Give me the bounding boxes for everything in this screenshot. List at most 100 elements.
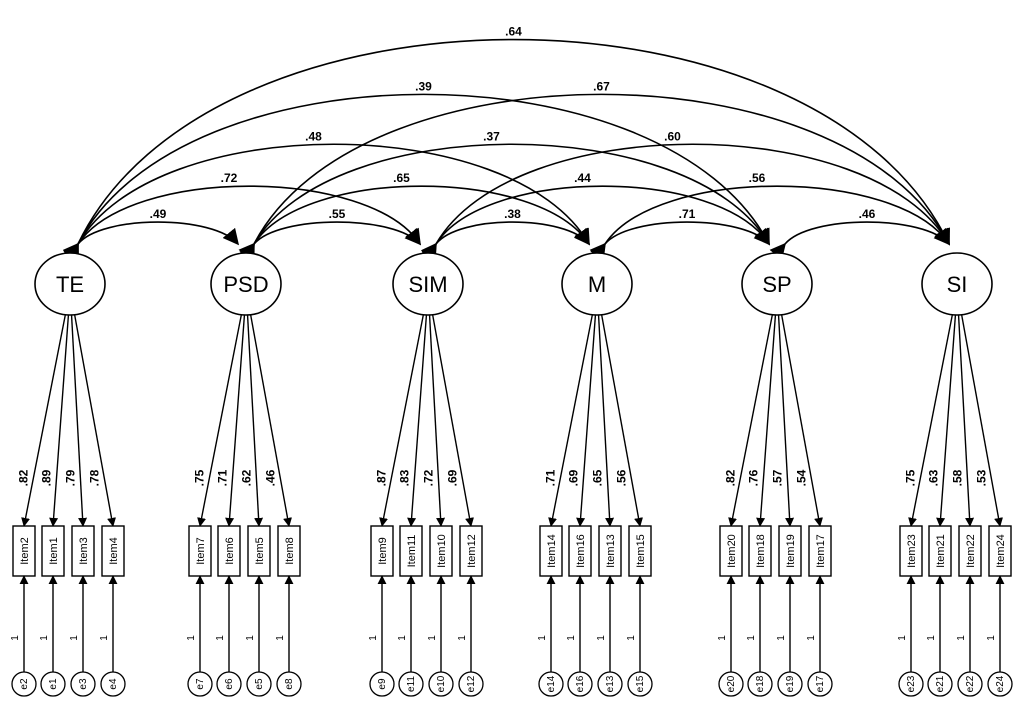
loading-value: .79 bbox=[63, 469, 77, 486]
item-label: Item15 bbox=[635, 534, 647, 568]
error-label: e11 bbox=[406, 676, 417, 692]
fixed-weight-label: 1 bbox=[245, 635, 256, 641]
covariance-value: .48 bbox=[305, 129, 322, 143]
covariance-sp-si: .46 bbox=[769, 207, 951, 261]
fixed-weight-label: 1 bbox=[69, 635, 80, 641]
fixed-weight-label: 1 bbox=[99, 635, 110, 641]
error-label: e4 bbox=[108, 678, 119, 690]
loading-value: .76 bbox=[747, 469, 761, 486]
item-label: Item5 bbox=[254, 537, 266, 565]
loading-value: .82 bbox=[16, 469, 30, 486]
fixed-weight-label: 1 bbox=[717, 635, 728, 641]
error-label: e13 bbox=[605, 675, 616, 692]
covariance-value: .60 bbox=[664, 129, 681, 143]
loading-value: .46 bbox=[263, 469, 277, 486]
loading-arrow bbox=[600, 313, 643, 527]
fixed-weight-label: 1 bbox=[746, 635, 757, 641]
loading-value: .82 bbox=[723, 469, 737, 486]
loading-arrow bbox=[246, 313, 264, 527]
covariance-psd-sp: .37 bbox=[239, 129, 770, 261]
error-label: e1 bbox=[48, 678, 59, 690]
error-circle bbox=[187, 671, 213, 697]
covariance-value: .71 bbox=[679, 207, 696, 221]
loading-arrow bbox=[49, 313, 70, 527]
item-label: Item13 bbox=[605, 534, 617, 568]
covariance-value: .44 bbox=[574, 171, 591, 185]
error-label: e19 bbox=[785, 675, 796, 692]
loading-value: .72 bbox=[421, 469, 435, 486]
covariance-value: .56 bbox=[749, 171, 766, 185]
loading-arrow bbox=[73, 313, 116, 527]
loading-arrow bbox=[780, 313, 823, 527]
error-label: e7 bbox=[195, 678, 206, 690]
loading-arrow bbox=[728, 313, 774, 527]
item-label: Item23 bbox=[906, 534, 918, 568]
loading-value: .78 bbox=[87, 469, 101, 486]
fixed-weight-label: 1 bbox=[596, 635, 607, 641]
item-label: Item2 bbox=[19, 537, 31, 565]
fixed-weight-label: 1 bbox=[215, 635, 226, 641]
loading-arrow bbox=[548, 313, 594, 527]
fixed-weight-label: 1 bbox=[926, 635, 937, 641]
covariance-psd-si: .67 bbox=[240, 79, 950, 261]
covariance-m-si: .56 bbox=[590, 171, 950, 261]
latent-sim: SIM bbox=[392, 252, 464, 316]
error-circle bbox=[747, 671, 773, 697]
error-circle bbox=[398, 671, 424, 697]
error-circle bbox=[100, 671, 126, 697]
covariance-arc bbox=[769, 221, 951, 261]
loading-arrow bbox=[908, 313, 954, 527]
loading-value: .57 bbox=[770, 469, 784, 486]
loading-arrow bbox=[70, 313, 88, 527]
loading-arrow bbox=[21, 313, 67, 527]
latent-label: M bbox=[588, 272, 606, 297]
covariance-arc bbox=[421, 143, 950, 261]
latent-m: M bbox=[561, 252, 633, 316]
fixed-weight-label: 1 bbox=[956, 635, 967, 641]
error-circle bbox=[458, 671, 484, 697]
item-label: Item9 bbox=[377, 537, 389, 565]
loading-value: .65 bbox=[590, 469, 604, 486]
latent-te: TE bbox=[34, 252, 106, 316]
loading-arrow bbox=[197, 313, 243, 527]
loading-value: .71 bbox=[216, 469, 230, 486]
fixed-weight-label: 1 bbox=[10, 635, 21, 641]
fixed-weight-label: 1 bbox=[427, 635, 438, 641]
error-circle bbox=[246, 671, 272, 697]
error-circle bbox=[957, 671, 983, 697]
item-label: Item8 bbox=[284, 537, 296, 565]
latent-label: SIM bbox=[408, 272, 447, 297]
covariance-value: .72 bbox=[221, 171, 238, 185]
loading-arrow bbox=[777, 313, 795, 527]
covariance-arc bbox=[240, 93, 950, 261]
covariance-sim-m: .38 bbox=[420, 207, 590, 261]
loading-value: .87 bbox=[374, 469, 388, 486]
loading-arrow bbox=[936, 313, 957, 527]
covariance-te-sim: .72 bbox=[63, 171, 421, 261]
item-label: Item4 bbox=[108, 537, 120, 565]
fixed-weight-label: 1 bbox=[368, 635, 379, 641]
item-label: Item20 bbox=[726, 534, 738, 568]
item-label: Item1 bbox=[48, 537, 60, 565]
error-label: e8 bbox=[284, 678, 295, 690]
error-label: e9 bbox=[377, 678, 388, 690]
fixed-weight-label: 1 bbox=[626, 635, 637, 641]
error-circle bbox=[627, 671, 653, 697]
item-label: Item11 bbox=[406, 535, 418, 568]
latent-ellipse bbox=[392, 252, 464, 316]
covariance-arc bbox=[239, 143, 770, 261]
error-circle bbox=[538, 671, 564, 697]
item-label: Item24 bbox=[995, 534, 1007, 568]
loading-arrow bbox=[431, 313, 474, 527]
error-label: e12 bbox=[466, 675, 477, 692]
latent-si: SI bbox=[921, 252, 993, 316]
covariance-value: .38 bbox=[504, 207, 521, 221]
error-circle bbox=[276, 671, 302, 697]
latent-sp: SP bbox=[741, 252, 813, 316]
